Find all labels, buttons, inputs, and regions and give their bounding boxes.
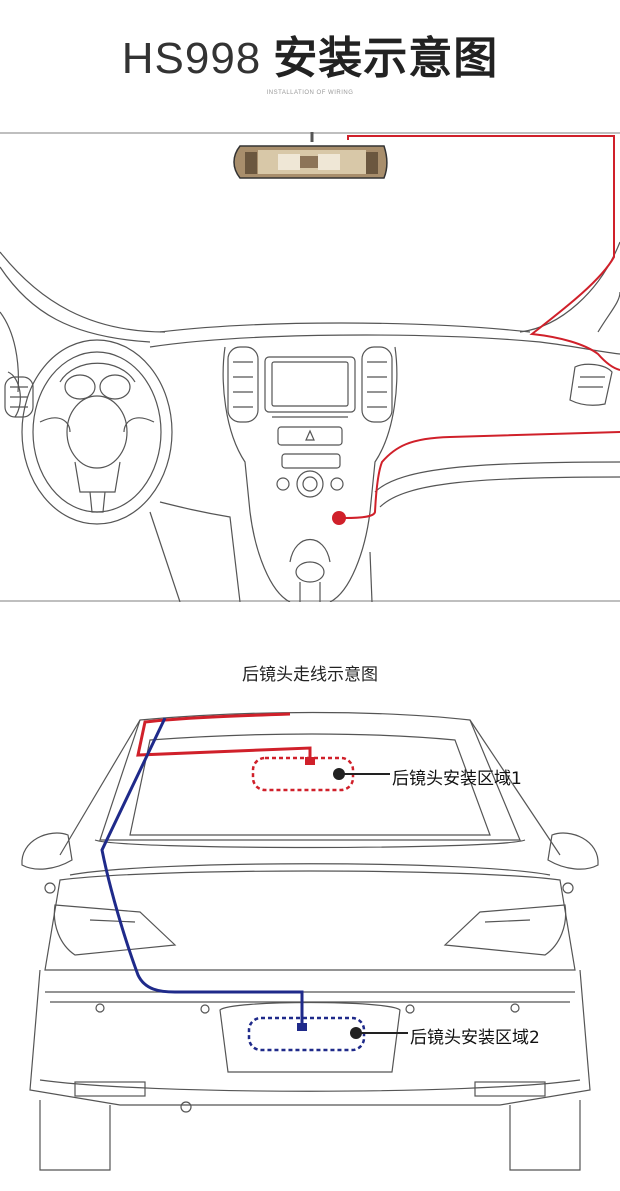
rear-wire-red-endpoint xyxy=(305,757,315,765)
front-installation-diagram xyxy=(0,132,620,602)
front-wire-route xyxy=(347,135,620,371)
dashboard-illustration xyxy=(0,132,620,602)
rear-wire-blue-route xyxy=(100,717,304,1025)
rear-car-illustration xyxy=(21,711,599,1171)
title-chinese: 安装示意图 xyxy=(273,33,499,84)
model-name: HS998 xyxy=(121,34,262,83)
front-wire-route-lower xyxy=(344,431,620,519)
install-zone-2-label: 后镜头安装区域2 xyxy=(410,1028,540,1048)
rear-section-title: 后镜头走线示意图 xyxy=(242,665,378,685)
rear-wire-blue-endpoint xyxy=(297,1023,307,1031)
front-wire-endpoint xyxy=(332,511,346,525)
rearview-mirror xyxy=(233,132,388,179)
install-zone-2-box xyxy=(247,1016,366,1052)
rear-wire-red-route xyxy=(136,712,312,760)
rear-installation-diagram: 后镜头安装区域1 后镜头安装区域2 xyxy=(0,700,620,1191)
install-zone-1-label: 后镜头安装区域1 xyxy=(392,769,522,789)
page-subtitle: INSTALLATION OF WIRING xyxy=(266,90,354,96)
